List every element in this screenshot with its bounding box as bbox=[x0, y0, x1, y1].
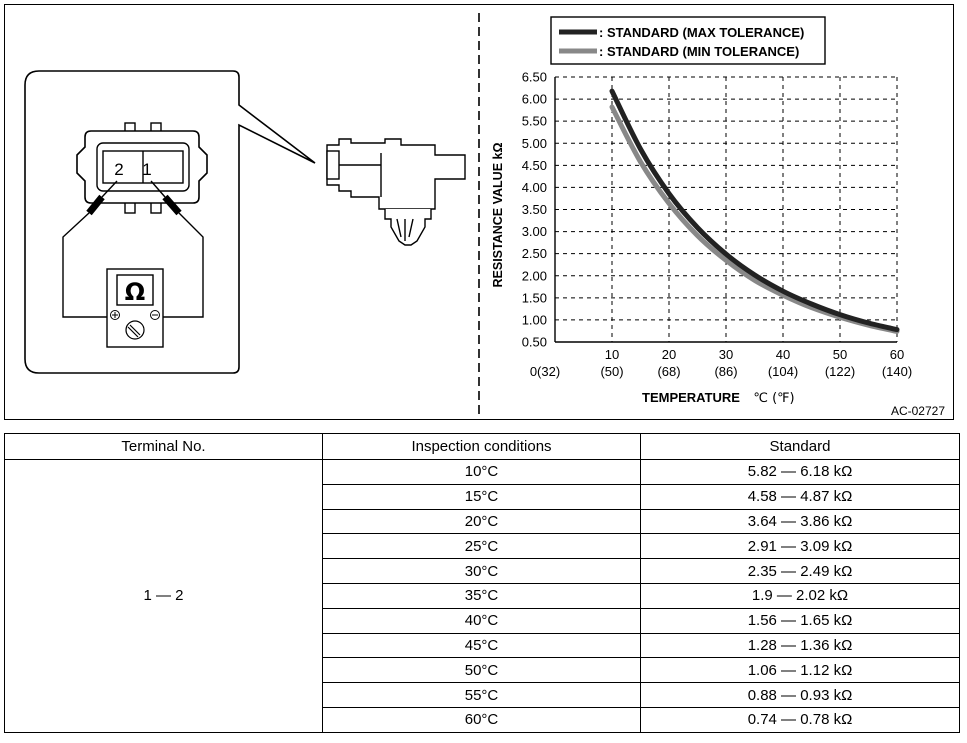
x-tick-label: 60 bbox=[890, 347, 904, 362]
x-tick-label-f: (122) bbox=[825, 364, 855, 379]
chart-series bbox=[609, 88, 900, 334]
x-tick-label-f: (140) bbox=[882, 364, 912, 379]
y-tick-label: 6.00 bbox=[522, 92, 547, 107]
y-tick-label: 3.50 bbox=[522, 202, 547, 217]
x-axis-title: TEMPERATURE bbox=[642, 390, 740, 405]
x-tick-label: 40 bbox=[776, 347, 790, 362]
x-tick-label-f: (86) bbox=[714, 364, 737, 379]
pin-2-label: 2 bbox=[114, 160, 123, 179]
standard-cell: 1.56 — 1.65 kΩ bbox=[640, 607, 960, 634]
chart-axes: 6.50 6.00 5.50 5.00 4.50 4.00 3.50 3.00 2.50 2.00… bbox=[522, 70, 912, 380]
x-tick-label: 20 bbox=[662, 347, 676, 362]
y-tick-label: 4.50 bbox=[522, 158, 547, 173]
y-tick-label: 0.50 bbox=[522, 335, 547, 350]
figure-code: AC-02727 bbox=[891, 404, 945, 418]
condition-cell: 30°C bbox=[322, 558, 641, 584]
connector-front-view: 2 1 bbox=[76, 122, 208, 214]
table-header-row: Terminal No. Inspection conditions Stand… bbox=[4, 433, 960, 460]
callout-bubble bbox=[24, 70, 316, 374]
x-tick-label-f: (104) bbox=[768, 364, 798, 379]
sensor-side-view bbox=[326, 138, 466, 246]
condition-cell: 60°C bbox=[322, 706, 641, 733]
condition-cell: 20°C bbox=[322, 508, 641, 535]
condition-cell: 15°C bbox=[322, 483, 641, 510]
legend-label-min: : STANDARD (MIN TOLERANCE) bbox=[599, 44, 799, 59]
condition-cell: 35°C bbox=[322, 582, 641, 609]
header-terminal: Terminal No. bbox=[4, 433, 323, 460]
x-tick-label: 10 bbox=[605, 347, 619, 362]
condition-cell: 25°C bbox=[322, 533, 641, 560]
legend-label-max: : STANDARD (MAX TOLERANCE) bbox=[599, 25, 804, 40]
x-axis-unit: ℃ (℉) bbox=[753, 391, 794, 406]
terminal-cell: 1 — 2 bbox=[4, 459, 323, 733]
standard-cell: 2.35 — 2.49 kΩ bbox=[640, 558, 960, 584]
condition-cell: 40°C bbox=[322, 607, 641, 634]
standard-cell: 5.82 — 6.18 kΩ bbox=[640, 459, 960, 485]
series-max-tolerance-line bbox=[609, 88, 900, 333]
y-tick-label: 3.00 bbox=[522, 224, 547, 239]
standard-cell: 2.91 — 3.09 kΩ bbox=[640, 533, 960, 560]
standard-cell: 0.88 — 0.93 kΩ bbox=[640, 682, 960, 708]
minus-circle-icon bbox=[150, 310, 160, 320]
y-tick-label: 5.00 bbox=[522, 136, 547, 151]
y-tick-label: 6.50 bbox=[522, 70, 547, 85]
standard-cell: 1.9 — 2.02 kΩ bbox=[640, 582, 960, 609]
y-tick-label: 2.00 bbox=[522, 268, 547, 283]
ohmmeter: Ω bbox=[106, 268, 164, 348]
standard-cell: 4.58 — 4.87 kΩ bbox=[640, 483, 960, 510]
adjust-knob-icon bbox=[125, 320, 145, 340]
header-standard: Standard bbox=[640, 433, 960, 460]
x-tick-label-f: (68) bbox=[657, 364, 680, 379]
spec-table: Terminal No. Inspection conditions Stand… bbox=[4, 433, 960, 733]
condition-cell: 50°C bbox=[322, 657, 641, 684]
standard-cell: 3.64 — 3.86 kΩ bbox=[640, 508, 960, 535]
y-tick-label: 1.50 bbox=[522, 290, 547, 305]
figure-panel: 2 1 Ω bbox=[4, 4, 954, 420]
pin-1-label: 1 bbox=[142, 160, 151, 179]
chart-legend: : STANDARD (MAX TOLERANCE) : STANDARD (M… bbox=[550, 16, 826, 65]
standard-cell: 1.06 — 1.12 kΩ bbox=[640, 657, 960, 684]
standard-cell: 0.74 — 0.78 kΩ bbox=[640, 706, 960, 733]
y-tick-label: 1.00 bbox=[522, 312, 547, 327]
x-tick-label: 50 bbox=[833, 347, 847, 362]
plus-circle-icon bbox=[110, 310, 120, 320]
chart-grid bbox=[555, 76, 898, 343]
ohm-symbol: Ω bbox=[125, 278, 145, 306]
y-tick-label: 2.50 bbox=[522, 246, 547, 261]
x-tick-label: 30 bbox=[719, 347, 733, 362]
standard-cell: 1.28 — 1.36 kΩ bbox=[640, 632, 960, 659]
probe-leads bbox=[62, 180, 204, 318]
y-tick-label: 4.00 bbox=[522, 180, 547, 195]
connector-inset: 2 1 Ω bbox=[24, 70, 316, 374]
x-tick-label-f: (50) bbox=[600, 364, 623, 379]
figure-canvas: 2 1 Ω bbox=[24, 13, 945, 418]
condition-cell: 55°C bbox=[322, 682, 641, 708]
y-axis-title: RESISTANCE VALUE kΩ bbox=[491, 143, 505, 288]
x-tick-label-f: 0(32) bbox=[530, 364, 560, 379]
condition-cell: 10°C bbox=[322, 459, 641, 485]
header-conditions: Inspection conditions bbox=[322, 433, 641, 460]
condition-cell: 45°C bbox=[322, 632, 641, 659]
y-tick-label: 5.50 bbox=[522, 114, 547, 129]
